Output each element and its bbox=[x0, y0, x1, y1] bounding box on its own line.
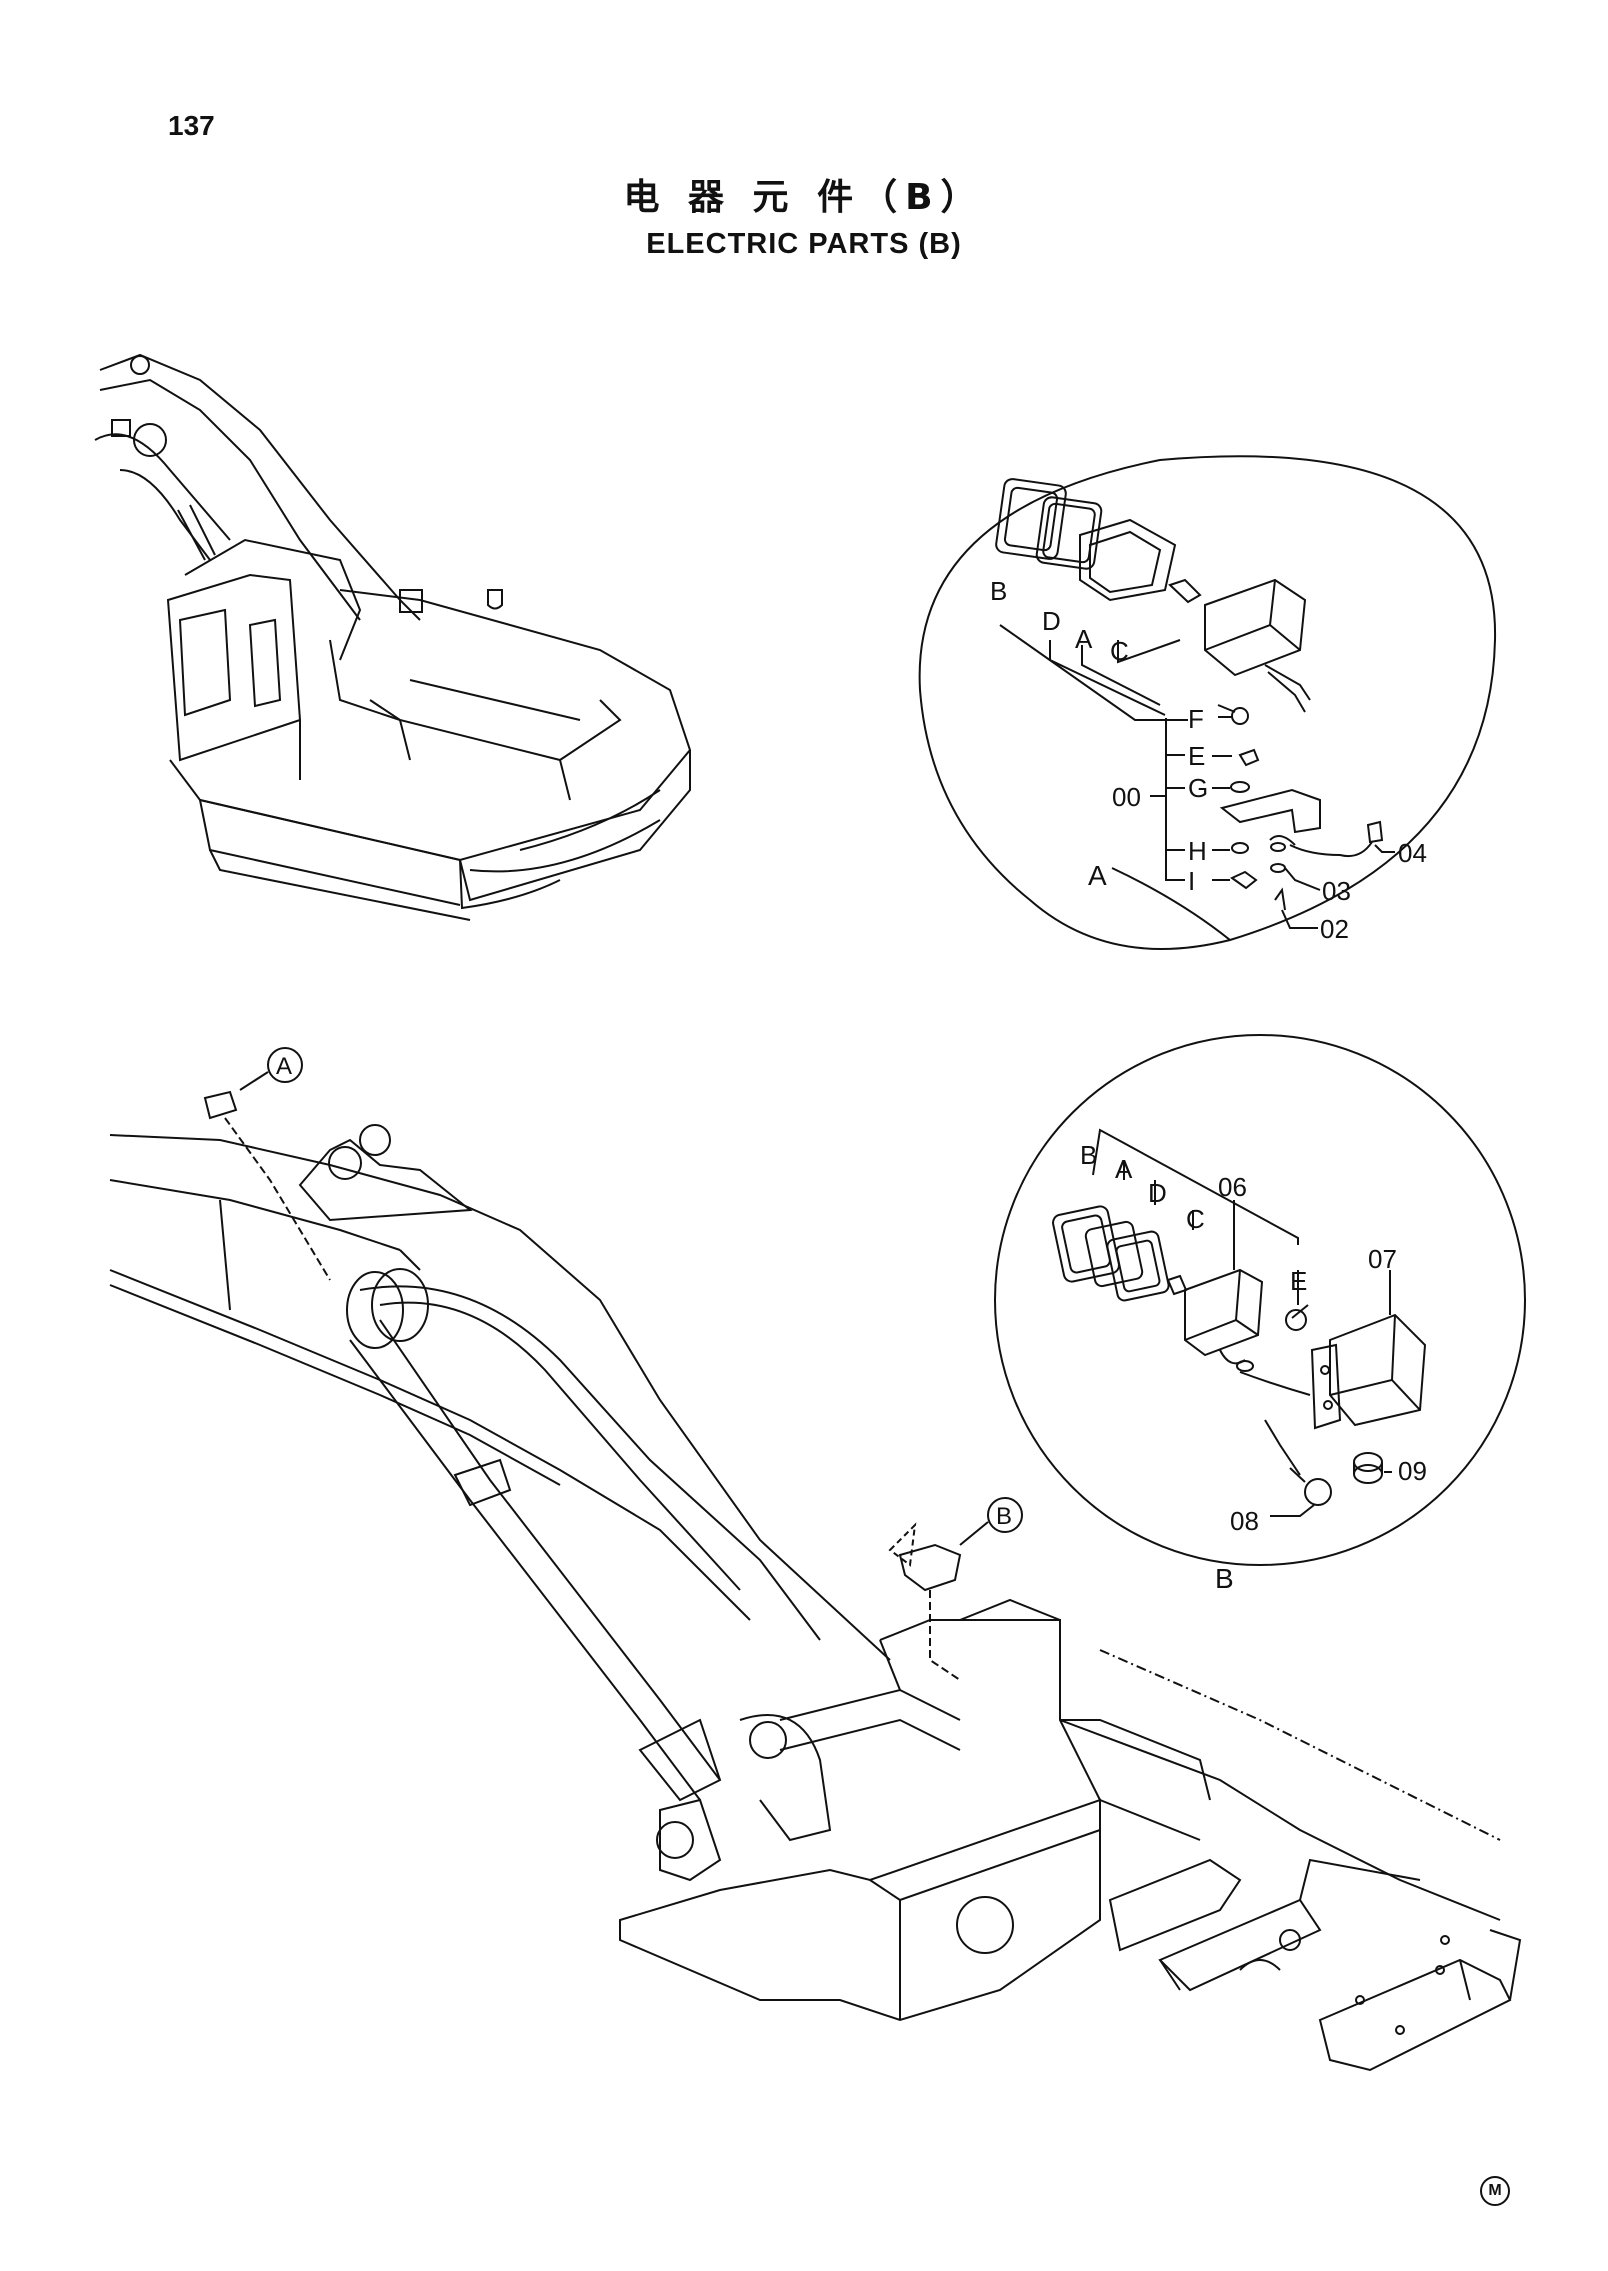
overview-excavator-illustration bbox=[94, 353, 692, 921]
detail-b-outline bbox=[994, 1034, 1526, 1566]
lamp-lens-a bbox=[1079, 518, 1177, 602]
callout-b-label: B bbox=[996, 1503, 1012, 1530]
bracket-07 bbox=[1329, 1313, 1427, 1427]
detail-b-part-08: 08 bbox=[1230, 1506, 1259, 1536]
title-chinese: 电 器 元 件（B） bbox=[623, 177, 985, 218]
callout-a-label: A bbox=[276, 1053, 292, 1080]
detail-b-label-a: A bbox=[1115, 1154, 1133, 1184]
detail-b-frame-label: B bbox=[1215, 1563, 1234, 1594]
page-number: 137 bbox=[168, 110, 215, 141]
detail-b-label-b: B bbox=[1080, 1140, 1097, 1170]
lamp-bulb-c bbox=[1168, 578, 1202, 604]
detail-a-label-g: G bbox=[1188, 773, 1208, 803]
detail-b-label-d: D bbox=[1148, 1178, 1167, 1208]
detail-a-label-d: D bbox=[1042, 606, 1061, 636]
cap-04 bbox=[1366, 820, 1384, 844]
detail-a-assembly-number: 00 bbox=[1112, 782, 1141, 812]
detail-a-label-c: C bbox=[1110, 636, 1129, 666]
detail-b-label-c: C bbox=[1186, 1204, 1205, 1234]
bolt-f bbox=[1217, 704, 1236, 713]
main-boom-illustration: A B bbox=[109, 1047, 1522, 2072]
lamp-gasket-d2 bbox=[1106, 1230, 1170, 1302]
detail-b-part-07: 07 bbox=[1368, 1244, 1397, 1274]
lamp-bulb-c2 bbox=[1166, 1274, 1188, 1296]
detail-a-panel: B D A C F E G H I 00 04 03 02 A bbox=[918, 455, 1497, 950]
callout-a-circle bbox=[267, 1047, 303, 1083]
lamp-frame-b bbox=[995, 478, 1067, 560]
lamp-housing-06 bbox=[1184, 1268, 1264, 1357]
detail-a-part-02: 02 bbox=[1320, 914, 1349, 944]
lamp-frame-b2 bbox=[1052, 1205, 1120, 1283]
detail-b-part-09: 09 bbox=[1398, 1456, 1427, 1486]
washer-g bbox=[1230, 781, 1250, 793]
lamp-b-location bbox=[898, 1543, 962, 1592]
detail-a-outline bbox=[918, 455, 1497, 950]
detail-a-label-a: A bbox=[1075, 624, 1093, 654]
detail-a-label-h: H bbox=[1188, 836, 1207, 866]
detail-a-label-f: F bbox=[1188, 704, 1204, 734]
lamp-housing bbox=[1204, 578, 1307, 677]
washer-h bbox=[1231, 842, 1249, 854]
detail-a-part-04: 04 bbox=[1398, 838, 1427, 868]
detail-a-label-b: B bbox=[990, 576, 1007, 606]
lamp-a-location bbox=[203, 1090, 238, 1120]
lamp-lens-a2 bbox=[1084, 1220, 1144, 1288]
detail-a-label-i: I bbox=[1188, 866, 1195, 896]
bolt-08 bbox=[1304, 1478, 1332, 1506]
publisher-mark: M bbox=[1480, 2176, 1510, 2206]
title-english: ELECTRIC PARTS (B) bbox=[646, 228, 962, 260]
lamp-gasket-d bbox=[1035, 496, 1103, 570]
detail-b-part-06: 06 bbox=[1218, 1172, 1247, 1202]
detail-b-label-e: E bbox=[1290, 1266, 1307, 1296]
nut-i bbox=[1230, 870, 1258, 890]
detail-b-panel: B A D C E 06 07 08 09 B bbox=[994, 1034, 1526, 1594]
bracket bbox=[1219, 788, 1321, 834]
detail-a-part-03: 03 bbox=[1322, 876, 1351, 906]
detail-a-frame-label: A bbox=[1088, 860, 1107, 891]
nut-e bbox=[1238, 748, 1260, 767]
callout-b-circle bbox=[987, 1497, 1023, 1533]
detail-a-label-e: E bbox=[1188, 741, 1205, 771]
